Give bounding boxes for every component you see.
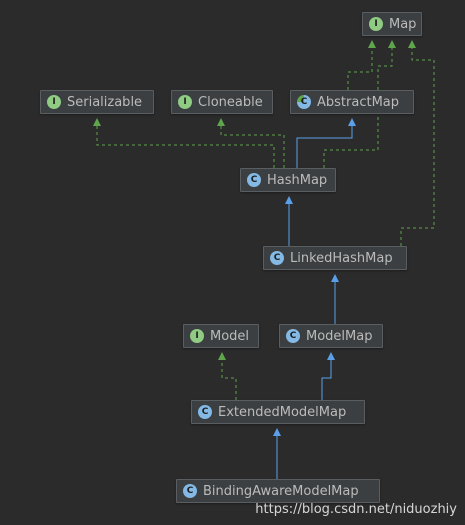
interface-icon: I xyxy=(190,329,204,343)
node-modelmap[interactable]: C ModelMap xyxy=(279,324,383,348)
interface-icon: I xyxy=(47,95,61,109)
node-label: LinkedHashMap xyxy=(290,250,393,266)
node-label: ModelMap xyxy=(306,328,373,344)
abstract-class-icon: C xyxy=(297,95,311,109)
edge-hashmap-implements-cloneable xyxy=(217,118,285,168)
class-icon: C xyxy=(183,484,197,498)
class-icon: C xyxy=(270,251,284,265)
node-label: BindingAwareModelMap xyxy=(203,483,359,499)
node-label: AbstractMap xyxy=(317,94,400,110)
class-icon: C xyxy=(198,405,212,419)
node-abstractmap[interactable]: C AbstractMap xyxy=(290,90,414,114)
class-icon: C xyxy=(247,173,261,187)
edge-abstractmap-implements-map xyxy=(347,40,376,90)
edge-extendedmodelmap-implements-model xyxy=(218,352,237,400)
edge-linkedhashmap-implements-map xyxy=(400,40,435,246)
node-serializable[interactable]: I Serializable xyxy=(40,90,154,114)
node-model[interactable]: I Model xyxy=(183,324,259,348)
node-hashmap[interactable]: C HashMap xyxy=(240,168,336,192)
node-label: ExtendedModelMap xyxy=(218,404,347,420)
edge-hashmap-implements-serializable xyxy=(93,118,275,168)
watermark: https://blog.csdn.net/niduozhiy xyxy=(255,502,457,517)
edge-hashmap-extends-abstractmap xyxy=(296,118,356,168)
node-label: Model xyxy=(210,328,250,344)
interface-icon: I xyxy=(178,95,192,109)
node-label: HashMap xyxy=(267,172,328,188)
node-label: Cloneable xyxy=(198,94,263,110)
edge-extendedmodelmap-extends-modelmap xyxy=(321,352,335,400)
node-label: Serializable xyxy=(67,94,143,110)
node-cloneable[interactable]: I Cloneable xyxy=(171,90,273,114)
node-linkedhashmap[interactable]: C LinkedHashMap xyxy=(263,246,407,270)
node-bindingawaremodelmap[interactable]: C BindingAwareModelMap xyxy=(176,479,380,503)
interface-icon: I xyxy=(369,17,383,31)
node-label: Map xyxy=(389,16,417,32)
node-extendedmodelmap[interactable]: C ExtendedModelMap xyxy=(191,400,365,424)
class-icon: C xyxy=(286,329,300,343)
node-map[interactable]: I Map xyxy=(362,12,422,36)
